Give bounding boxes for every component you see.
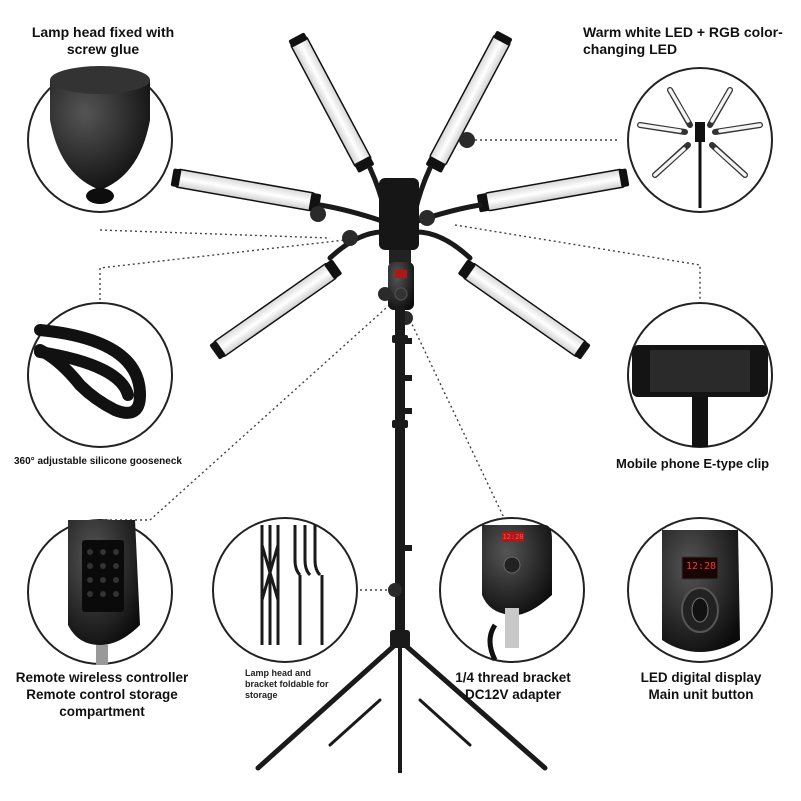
stand-pole bbox=[388, 308, 412, 773]
label-warm-white: Warm white LED + RGB color- changing LED bbox=[583, 24, 783, 57]
inset-tubes-layout bbox=[627, 67, 773, 213]
inset-foldable bbox=[212, 517, 358, 663]
tube-lower-right bbox=[458, 259, 590, 360]
display-readout: 12:28 bbox=[685, 561, 717, 572]
tripod-legs bbox=[255, 642, 548, 771]
inset-thread-bracket bbox=[439, 517, 585, 663]
label-foldable: Lamp head and bracket foldable for stora… bbox=[245, 668, 329, 700]
inset-phone-clip bbox=[627, 302, 773, 448]
inset-lamp-head bbox=[27, 66, 173, 213]
label-display: LED digital display Main unit button bbox=[640, 670, 762, 702]
tube-mid-right bbox=[476, 168, 630, 213]
bracket-display-readout: 12:28 bbox=[502, 533, 524, 541]
gooseneck-joints bbox=[310, 132, 475, 246]
inset-remote bbox=[27, 519, 173, 665]
label-phone-clip: Mobile phone E-type clip bbox=[616, 456, 770, 471]
light-tubes bbox=[170, 31, 630, 360]
head-unit bbox=[378, 178, 419, 325]
tube-upper-left bbox=[288, 32, 374, 173]
label-lamp-head: Lamp head fixed with screw glue bbox=[31, 24, 175, 57]
inset-gooseneck bbox=[27, 302, 173, 448]
label-remote: Remote wireless controller Remote contro… bbox=[15, 670, 189, 719]
label-thread: 1/4 thread bracket DC12V adapter bbox=[455, 670, 571, 702]
label-gooseneck: 360° adjustable silicone gooseneck bbox=[14, 456, 182, 467]
inset-display bbox=[627, 517, 773, 663]
tube-lower-left bbox=[210, 259, 342, 360]
tube-upper-right bbox=[426, 31, 512, 173]
tube-mid-left bbox=[170, 168, 322, 212]
